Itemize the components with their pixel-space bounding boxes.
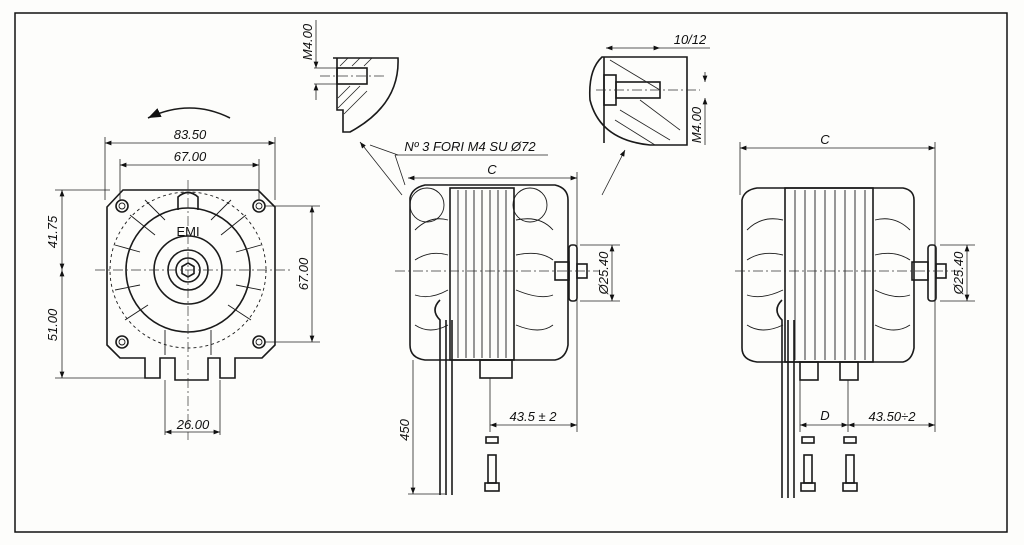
- dim-shaft-length: 43.5 ± 2: [510, 409, 558, 424]
- side-view-2: C Ø25.40 D 43.50÷2: [735, 132, 975, 498]
- screw-icon: [484, 436, 500, 492]
- dim-hole-spacing-v: 67.00: [296, 257, 311, 290]
- detail-right-thread: M4.00: [689, 106, 704, 143]
- dim-top-to-center: 41.75: [45, 215, 60, 248]
- dim-center-to-bottom: 51.00: [45, 308, 60, 341]
- dim-hole-spacing-h: 67.00: [174, 149, 207, 164]
- dim-overall-width: 83.50: [174, 127, 207, 142]
- top-tab: [177, 191, 199, 210]
- dim-hub-diameter: Ø25.40: [596, 251, 611, 295]
- rotation-arrow-icon: [147, 107, 231, 119]
- dim-cable-length: 450: [397, 418, 412, 440]
- dim-hub-diameter: Ø25.40: [951, 251, 966, 295]
- front-view: EMI 83.50 67.00 41.75 51.00 67.00 26.00: [45, 107, 320, 440]
- dim-d: D: [820, 408, 829, 423]
- hub: [568, 244, 578, 302]
- dim-shaft-length: 43.50÷2: [869, 409, 917, 424]
- detail-right-length: 10/12: [674, 32, 707, 47]
- mounting-plate: [106, 189, 276, 381]
- dim-feet-spacing: 26.00: [176, 417, 210, 432]
- stator-laminations: [784, 187, 874, 363]
- dim-length-c: C: [487, 162, 497, 177]
- drawing-frame: [14, 12, 1008, 533]
- brand-logo: EMI: [176, 224, 199, 239]
- holes-note: Nº 3 FORI M4 SU Ø72: [404, 139, 536, 154]
- detail-left-section: M4.00: [300, 20, 403, 196]
- screw-icon: [842, 436, 858, 492]
- side-view-1: Nº 3 FORI M4 SU Ø72 C Ø25.40 43.5 ± 2 45…: [369, 139, 620, 495]
- screw-icon: [800, 436, 816, 492]
- detail-left-thread: M4.00: [300, 23, 315, 60]
- dim-length-c: C: [820, 132, 830, 147]
- detail-right-section: 10/12 M4.00: [588, 32, 710, 196]
